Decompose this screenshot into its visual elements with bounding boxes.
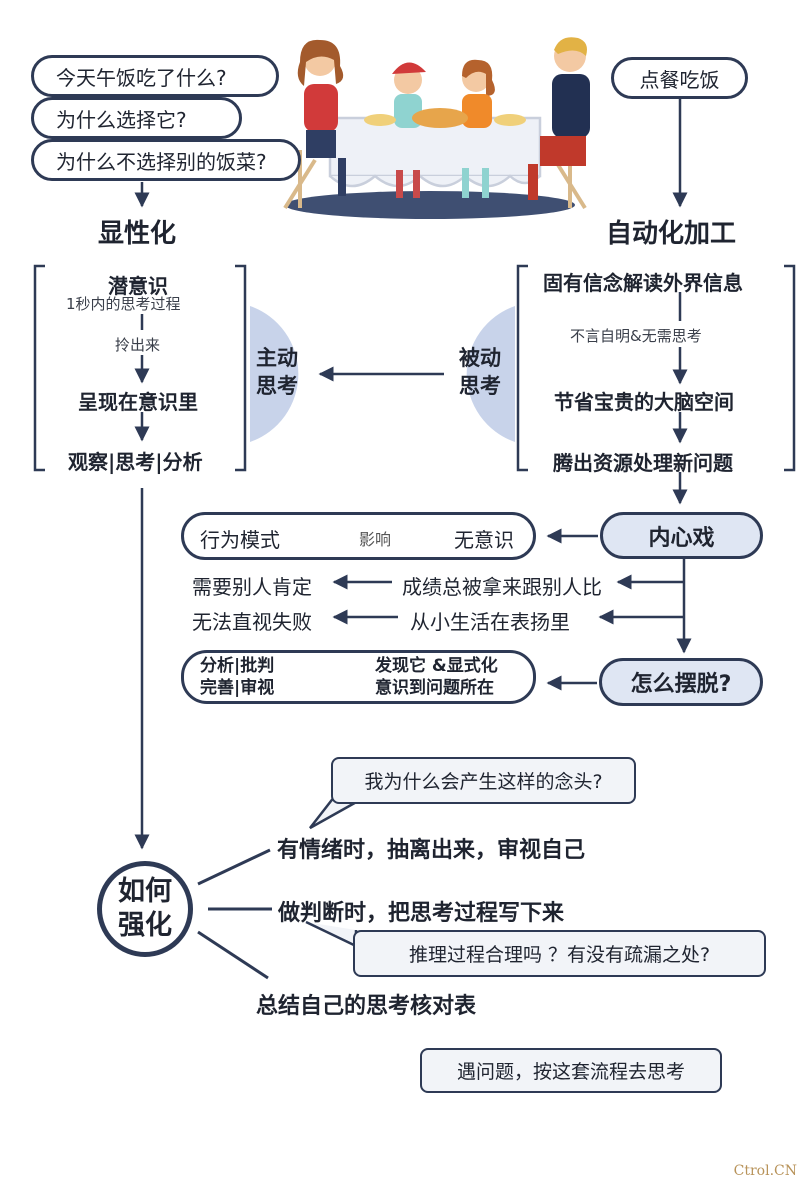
fear-failure-label: 无法直视失败	[192, 610, 312, 634]
free-resource-label: 腾出资源处理新问题	[553, 451, 733, 475]
present-label: 呈现在意识里	[78, 390, 198, 414]
automatic-heading: 自动化加工	[606, 219, 737, 249]
influence-label: 影响	[359, 530, 392, 549]
escape-flow-box	[181, 650, 536, 704]
reasoning-note: 推理过程合理吗 ？有没有疏漏之处?	[353, 930, 766, 977]
question-pill-why-not: 为什么不选择别的饭菜?	[31, 139, 301, 181]
order-meal-pill: 点餐吃饭	[611, 57, 748, 99]
pick-out-label: 拎出来	[115, 336, 161, 354]
emotion-item: 有情绪时，抽离出来，审视自己	[277, 838, 586, 863]
judgment-item: 做判断时，把思考过程写下来	[278, 901, 565, 926]
how-to-escape-pill: 怎么摆脱?	[599, 658, 763, 706]
behavior-pattern-label: 行为模式	[200, 528, 280, 552]
how-to-strengthen-circle: 如何强化	[97, 861, 193, 957]
family-dinner-illustration	[283, 37, 590, 219]
inner-drama-pill: 内心戏	[600, 512, 763, 559]
question-pill-why: 为什么选择它?	[31, 97, 242, 139]
passive-thinking-badge: 被动思考	[459, 346, 501, 398]
why-thought-note: 我为什么会产生这样的念头?	[331, 757, 636, 804]
observe-label: 观察|思考|分析	[68, 450, 203, 474]
unconscious-label: 无意识	[454, 528, 514, 552]
subconscious-label: 潜意识	[108, 274, 168, 298]
checklist-item: 总结自己的思考核对表	[256, 994, 477, 1019]
compared-label: 成绩总被拿来跟别人比	[402, 575, 602, 599]
belief-label: 固有信念解读外界信息	[543, 271, 743, 295]
save-space-label: 节省宝贵的大脑空间	[554, 390, 734, 414]
active-thinking-badge: 主动思考	[256, 346, 298, 398]
process-note: 遇问题，按这套流程去思考	[420, 1048, 722, 1093]
praise-label: 从小生活在表扬里	[410, 610, 570, 634]
behavior-flow-box	[181, 512, 536, 560]
question-pill-lunch: 今天午饭吃了什么?	[31, 55, 279, 97]
watermark: Ctrol.CN	[733, 1163, 797, 1179]
need-approval-label: 需要别人肯定	[192, 575, 312, 599]
analyze-label: 分析|批判完善|审视	[200, 656, 275, 698]
one-second-label: 1秒内的思考过程	[66, 295, 181, 313]
self-evident-label: 不言自明&无需思考	[570, 327, 702, 345]
explicit-heading: 显性化	[98, 219, 177, 249]
discover-label: 发现它 &显式化意识到问题所在	[375, 656, 498, 698]
